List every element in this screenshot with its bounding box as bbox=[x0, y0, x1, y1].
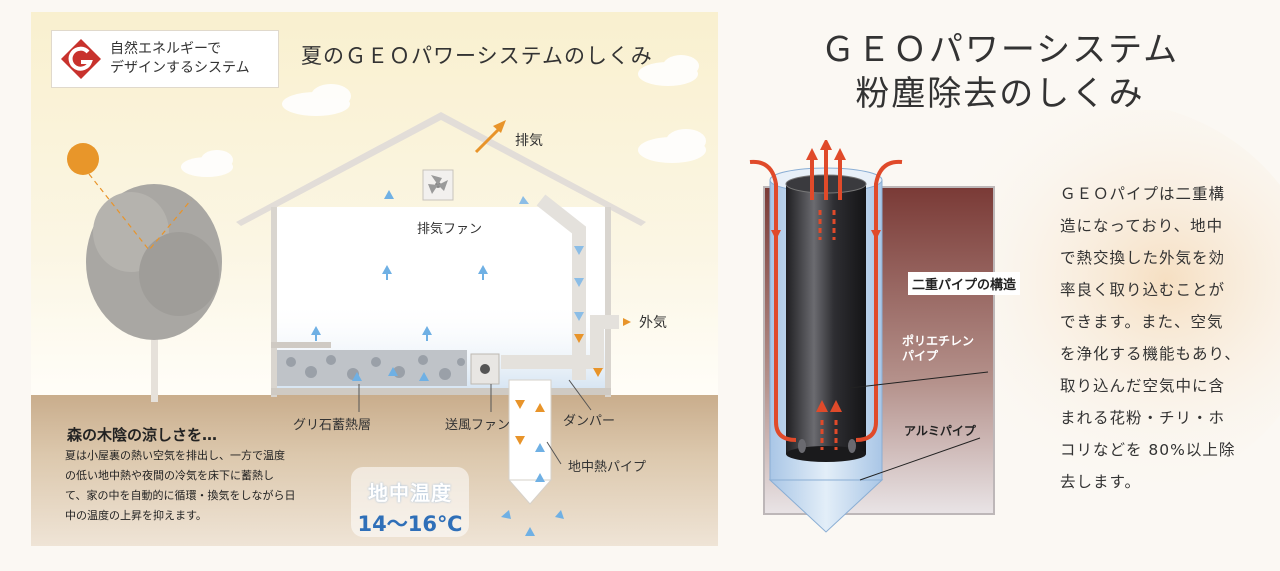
cloud-icon bbox=[181, 55, 706, 177]
dust-removal-title: ＧＥＯパワーシステム 粉塵除去のしくみ bbox=[820, 30, 1180, 114]
polyethylene-pipe bbox=[786, 184, 866, 454]
g-mark-logo-icon bbox=[61, 39, 101, 79]
logo-text: 自然エネルギーでデザインするシステム bbox=[110, 41, 250, 76]
geo-pipe bbox=[508, 379, 552, 481]
summer-system-diagram: 自然エネルギーでデザインするシステム 夏のＧＥＯパワーシステムのしくみ 排気 排… bbox=[31, 12, 718, 546]
aluminum-pipe-label: アルミパイプ bbox=[904, 424, 976, 438]
caption-title: 森の木陰の涼しさを… bbox=[67, 426, 218, 444]
diagram-title: 夏のＧＥＯパワーシステムのしくみ bbox=[301, 44, 653, 68]
exhaust-fan-label: 排気ファン bbox=[417, 222, 483, 237]
damper-label: ダンパー bbox=[563, 414, 616, 429]
exhaust-label: 排気 bbox=[515, 133, 543, 149]
dust-removal-description: ＧＥＯパイプは二重構 造になっており、地中 で熱交換した外気を効 率良く取り込む… bbox=[1060, 185, 1241, 491]
tree-icon bbox=[86, 184, 222, 402]
geo-pipe-label: 地中熱パイプ bbox=[568, 460, 647, 475]
sun-icon bbox=[67, 143, 99, 175]
double-pipe-diagram bbox=[749, 140, 995, 533]
caption-body: 夏は小屋裏の熱い空気を排出し、一方で温度 の低い地中熱や夜間の冷気を床下に蓄熱し… bbox=[65, 449, 296, 522]
gravel-storage bbox=[277, 350, 467, 386]
exhaust-fan-icon bbox=[422, 169, 454, 201]
logo-badge: 自然エネルギーでデザインするシステム bbox=[51, 30, 279, 88]
double-pipe-structure-label: 二重パイプの構造 bbox=[908, 272, 1021, 295]
outside-air-label: 外気 bbox=[639, 315, 667, 331]
ground-temperature-badge: 地中温度 14～16℃ bbox=[351, 467, 469, 537]
polyethylene-pipe-label: ポリエチレンパイプ bbox=[902, 334, 975, 363]
house-scene bbox=[67, 55, 706, 536]
gravel-storage-label: グリ石蓄熱層 bbox=[293, 418, 372, 433]
blower-fan-label: 送風ファン bbox=[445, 418, 511, 433]
